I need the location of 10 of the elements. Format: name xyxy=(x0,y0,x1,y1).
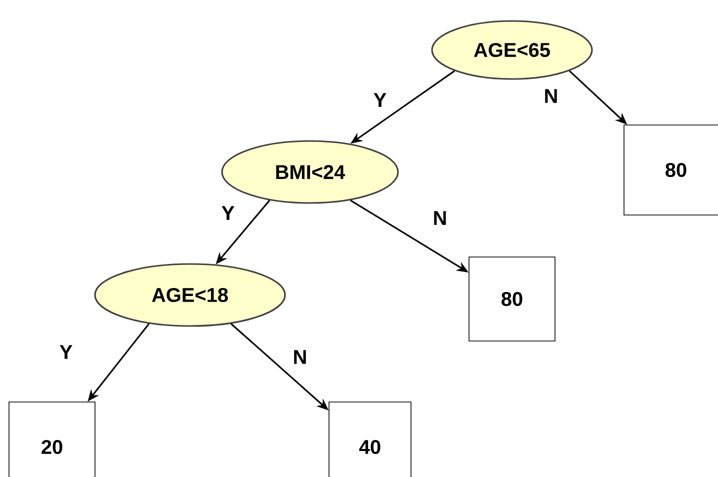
edge-label: N xyxy=(294,350,306,364)
edge-label: Y xyxy=(374,93,386,107)
edge-label: Y xyxy=(60,345,72,359)
edge-label: N xyxy=(434,211,446,225)
leaf-box: 80 xyxy=(624,124,718,216)
leaf-box: 80 xyxy=(468,256,556,342)
edge-label: N xyxy=(545,89,557,103)
leaf-box: 40 xyxy=(328,402,412,477)
edge-label: Y xyxy=(222,206,234,220)
leaf-box: 20 xyxy=(8,402,96,477)
